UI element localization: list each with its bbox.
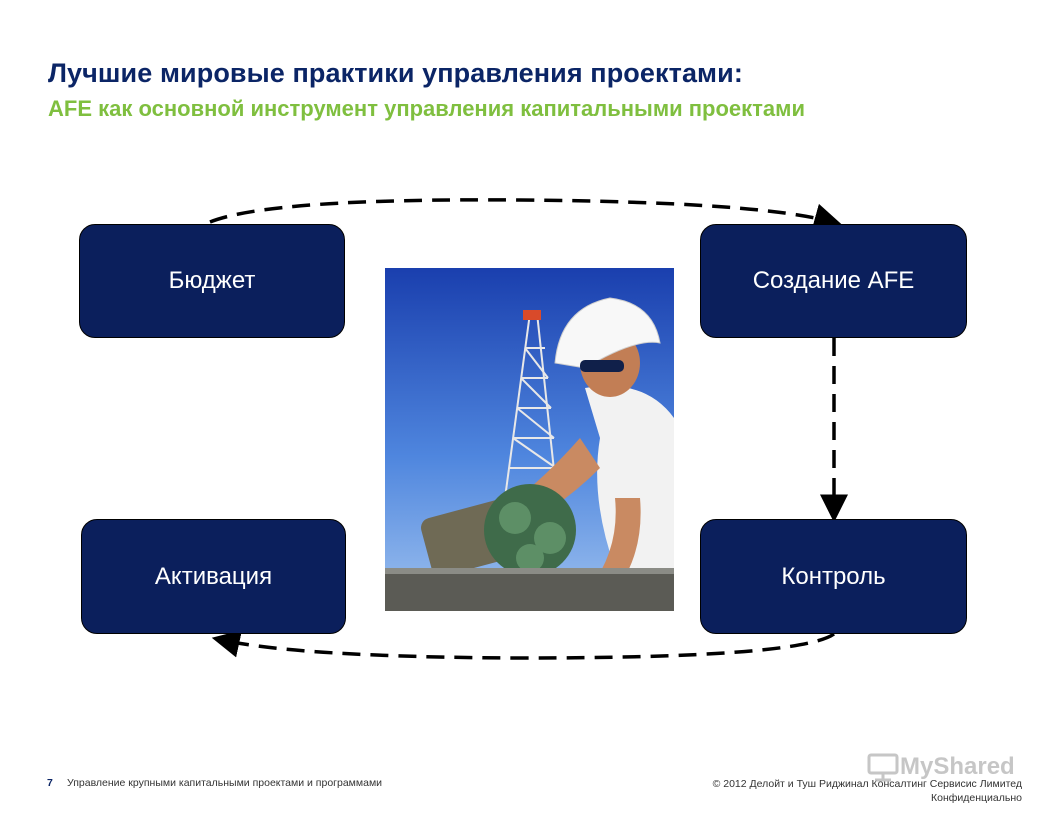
step-activation-box: Активация [81, 519, 346, 634]
step-control-label: Контроль [781, 562, 886, 590]
page-number: 7 [47, 777, 53, 789]
myshared-watermark: MyShared [866, 752, 1015, 782]
slide-subtitle: AFE как основной инструмент управления к… [48, 96, 805, 121]
footer-copyright-block: © 2012 Делойт и Туш Риджинал Консалтинг … [713, 777, 1022, 805]
step-budget-box: Бюджет [79, 224, 345, 338]
footer-confidential: Конфиденциально [931, 792, 1022, 804]
arrow-control-to-activation [211, 630, 836, 660]
step-afe-creation-label: Создание AFE [752, 267, 915, 294]
arrow-budget-to-afe [209, 198, 843, 231]
footer-document-title: Управление крупными капитальными проекта… [67, 777, 383, 789]
step-afe-creation-box: Создание AFE [700, 224, 967, 338]
slide-title: Лучшие мировые практики управления проек… [48, 58, 743, 88]
watermark-text: MyShared [900, 753, 1015, 780]
step-activation-label: Активация [154, 562, 273, 590]
oil-worker-photo [385, 268, 674, 611]
presentation-board-icon [867, 753, 899, 782]
step-control-box: Контроль [700, 519, 967, 634]
step-budget-label: Бюджет [168, 267, 256, 294]
footer-copyright: © 2012 Делойт и Туш Риджинал Консалтинг … [712, 778, 1022, 790]
